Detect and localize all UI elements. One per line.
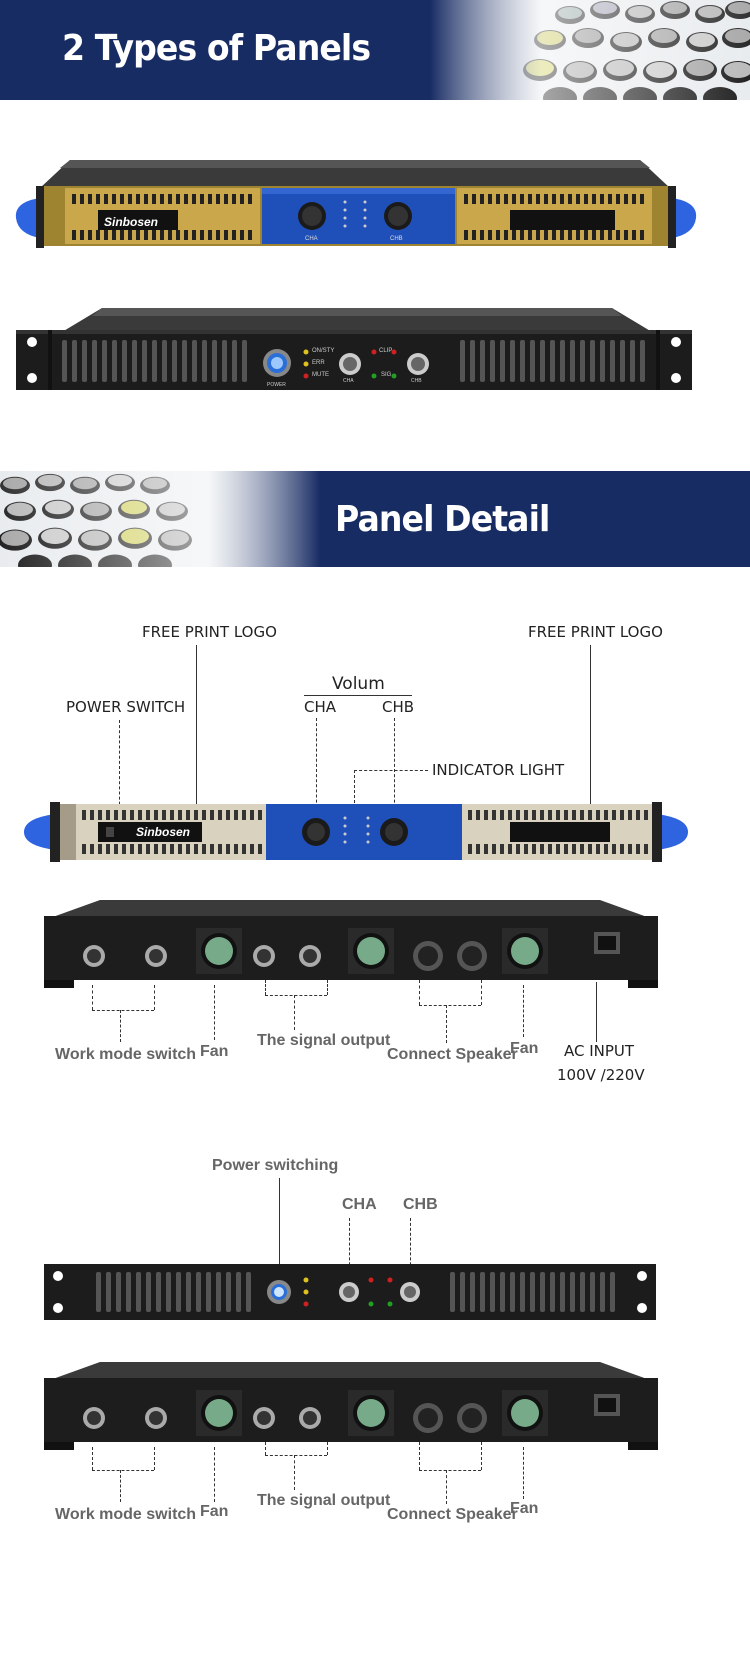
work-mode-bracket-r (154, 985, 155, 1010)
indicator-light-vline (354, 770, 355, 818)
connect-speaker-label: Connect Speaker (387, 1046, 518, 1063)
chb-2-label: CHB (403, 1196, 438, 1213)
fan-4-label: Fan (510, 1500, 539, 1517)
speaker-2-bracket-h (419, 1470, 481, 1471)
fan-1-label: Fan (200, 1043, 229, 1060)
work-mode-line (120, 1010, 121, 1042)
work-mode-2-bracket-h (92, 1470, 154, 1471)
ac-voltage-label: 100V /220V (557, 1066, 645, 1084)
gold-amp-logo: Sinbosen (104, 215, 159, 229)
black-amp-onsty-label: ON/STY (312, 348, 335, 354)
capacitor-photo-right (430, 0, 750, 100)
work-mode-switch-2-label: Work mode switch (55, 1506, 197, 1523)
signal-output-2-bracket-l (265, 1442, 266, 1455)
gold-amp-chb-label: CHB (390, 236, 403, 242)
amplifier-silver-front (24, 802, 688, 862)
speaker-2-bracket-r (481, 1442, 482, 1470)
signal-output-2-bracket-h (265, 1455, 327, 1456)
signal-output-bracket-l (265, 980, 266, 995)
cha-2-line (349, 1218, 350, 1280)
fan-2-line (523, 985, 524, 1037)
volum-label: Volum (332, 674, 385, 694)
black-amp-chb-label: CHB (411, 378, 422, 384)
free-print-logo-right-label: FREE PRINT LOGO (528, 623, 663, 641)
signal-output-2-label: The signal output (257, 1492, 391, 1509)
work-mode-switch-label: Work mode switch (55, 1046, 197, 1063)
work-mode-2-bracket-l (92, 1447, 93, 1470)
amplifier-rear-panel-1 (44, 900, 658, 988)
fan-4-line (523, 1447, 524, 1499)
amplifier-gold-front (15, 160, 697, 248)
speaker-2-bracket-l (419, 1442, 420, 1470)
fan-1-line (214, 985, 215, 1040)
black-amp-power-label: POWER (267, 382, 286, 388)
work-mode-bracket-l (92, 985, 93, 1010)
indicator-light-label: INDICATOR LIGHT (432, 761, 565, 779)
work-mode-bracket-h (92, 1010, 154, 1011)
speaker-line (446, 1005, 447, 1043)
connect-speaker-2-label: Connect Speaker (387, 1506, 518, 1523)
work-mode-2-bracket-r (154, 1447, 155, 1470)
speaker-bracket-l (419, 980, 420, 1005)
banner-title-types: 2 Types of Panels (62, 28, 371, 69)
volum-underline (304, 695, 412, 696)
power-switching-line (279, 1178, 280, 1278)
black-amp-cha-label: CHA (343, 378, 354, 384)
volum-cha-label: CHA (304, 698, 337, 716)
ac-input-line (596, 982, 597, 1042)
free-print-logo-left-label: FREE PRINT LOGO (142, 623, 277, 641)
signal-output-line (294, 995, 295, 1030)
ac-input-label: AC INPUT (564, 1042, 635, 1060)
silver-amp-logo: Sinbosen (136, 825, 191, 839)
free-print-logo-left-line (196, 645, 197, 815)
signal-output-bracket-h (265, 995, 327, 996)
amplifier-black-front (16, 308, 692, 390)
fan-3-line (214, 1447, 215, 1502)
speaker-2-line (446, 1470, 447, 1504)
cha-line (316, 718, 317, 823)
detail-banner: Panel Detail (0, 471, 750, 567)
amplifier-black-front-2 (44, 1264, 656, 1320)
black-amp-mute-label: MUTE (312, 372, 329, 378)
fan-3-label: Fan (200, 1503, 229, 1520)
gold-amp-cha-label: CHA (305, 236, 318, 242)
power-switch-label: POWER SWITCH (66, 698, 186, 716)
speaker-bracket-h (419, 1005, 481, 1006)
indicator-light-hline (354, 770, 428, 771)
free-print-logo-right-line (590, 645, 591, 815)
speaker-bracket-r (481, 980, 482, 1005)
power-switching-label: Power switching (212, 1157, 339, 1174)
volum-chb-label: CHB (382, 698, 415, 716)
amplifier-rear-panel-2 (44, 1362, 658, 1450)
signal-output-bracket-r (327, 980, 328, 995)
black-amp-err-label: ERR (312, 360, 325, 366)
signal-output-label: The signal output (257, 1032, 391, 1049)
signal-output-2-line (294, 1455, 295, 1490)
capacitor-photo-left (0, 471, 320, 567)
banner-title-detail: Panel Detail (335, 499, 550, 540)
chb-2-line (410, 1218, 411, 1280)
power-switch-line (119, 720, 120, 820)
work-mode-2-line (120, 1470, 121, 1502)
black-amp-sig-label: SIG (381, 372, 392, 378)
fan-2-label: Fan (510, 1040, 539, 1057)
signal-output-2-bracket-r (327, 1442, 328, 1455)
black-amp-clip-label: CLIP (379, 348, 393, 354)
cha-2-label: CHA (342, 1196, 377, 1213)
top-banner: 2 Types of Panels (0, 0, 750, 100)
